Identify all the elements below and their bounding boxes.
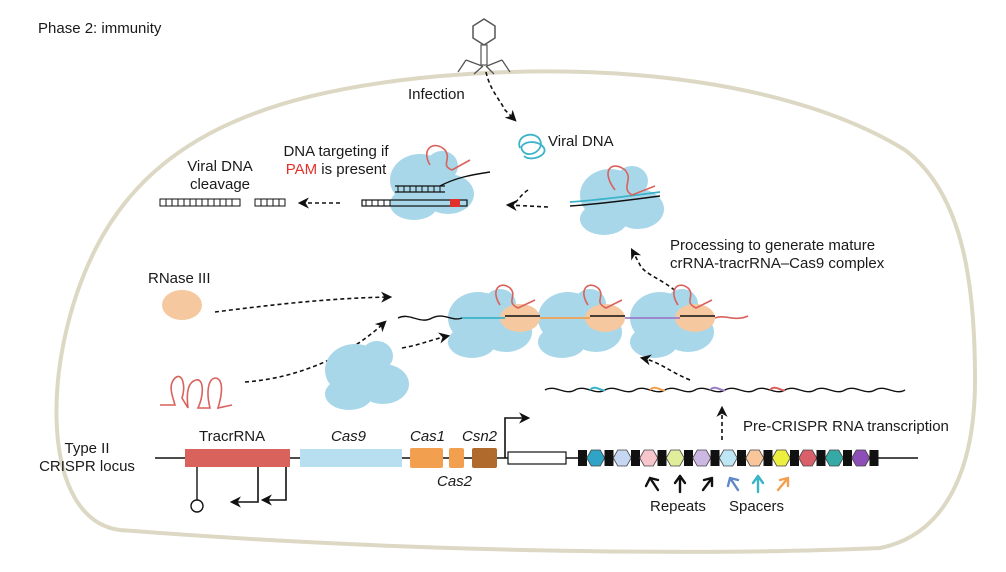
viral-dna-tangle	[518, 133, 546, 160]
dna-targeting-label: DNA targeting if PAM is present	[283, 143, 389, 178]
spacer-hexagon	[639, 449, 659, 467]
spacer-hexagon	[586, 449, 606, 467]
bacteriophage-icon	[457, 18, 511, 75]
transcription-label: Pre-CRISPR RNA transcription	[743, 418, 949, 435]
spacer-hexagon	[665, 449, 685, 467]
viral-dna-cleavage-label: Viral DNA cleavage	[187, 158, 253, 193]
free-cas9-protein	[325, 341, 409, 410]
cas2-gene	[449, 448, 464, 468]
type-ii-locus-label: Type II CRISPR locus	[39, 440, 135, 475]
arrow-to-targeting	[505, 199, 549, 212]
cleaved-dna	[159, 198, 286, 207]
processing-label: Processing to generate mature crRNA-trac…	[670, 237, 885, 272]
tracrrna-molecule	[160, 375, 233, 410]
arrow-processing	[630, 248, 681, 296]
spacer-hexagon	[612, 449, 632, 467]
repeat-box	[604, 450, 614, 466]
cas1-gene	[410, 448, 443, 468]
tracrrna-gene-label: TracrRNA	[199, 428, 266, 445]
repeat-box	[763, 450, 773, 466]
spacer-pointers	[726, 474, 790, 494]
pam-label: PAM	[285, 161, 318, 178]
arrow-rnase	[214, 291, 393, 313]
rnase-iii-label: RNase III	[148, 270, 211, 287]
spacer-hexagon	[771, 449, 791, 467]
arrow-tracrrna	[244, 320, 387, 383]
cas9-gene	[300, 449, 402, 467]
arrow-pre-crrna	[639, 354, 691, 381]
repeat-box	[657, 450, 667, 466]
viral-dna-label: Viral DNA	[548, 133, 614, 150]
cas1-gene-label: Cas1	[410, 428, 446, 445]
repeats-label: Repeats	[650, 498, 706, 515]
infection-arrow	[485, 71, 517, 122]
spacers-label: Spacers	[729, 498, 785, 515]
repeat-box	[737, 450, 746, 466]
repeat-box	[684, 450, 693, 466]
infection-label: Infection	[408, 86, 465, 103]
spacer-hexagon	[824, 449, 844, 467]
leader-sequence	[507, 451, 567, 465]
repeat-box	[578, 450, 587, 466]
repeat-box	[869, 450, 879, 466]
cell-membrane	[54, 69, 978, 554]
arrow-cas9	[401, 332, 451, 349]
repeat-box	[843, 450, 852, 466]
spacer-hexagon	[798, 449, 818, 467]
promoter-arrow-icon	[504, 412, 531, 458]
pam-site	[450, 199, 460, 207]
spacer-hexagon	[692, 449, 712, 467]
panel-title: Phase 2: immunity	[38, 20, 162, 37]
cas2-gene-label: Cas2	[437, 473, 473, 490]
spacer-hexagon	[718, 449, 738, 467]
spacer-hexagon	[745, 449, 765, 467]
tracrrna-promoter-2	[260, 467, 287, 506]
hairpin-terminator-icon	[190, 467, 204, 513]
csn2-gene-label: Csn2	[462, 428, 498, 445]
tracrrna-promoter-1	[229, 467, 259, 508]
repeat-box	[631, 450, 640, 466]
repeat-box	[790, 450, 799, 466]
crispr-array	[578, 449, 879, 467]
rnase-iii	[162, 290, 202, 320]
repeat-box	[710, 450, 720, 466]
spacer-hexagon	[851, 449, 871, 467]
repeat-pointers	[644, 474, 714, 494]
cas9-gene-label: Cas9	[331, 428, 367, 445]
repeat-box	[816, 450, 826, 466]
tracrrna-gene	[185, 449, 290, 467]
csn2-gene	[472, 448, 497, 468]
